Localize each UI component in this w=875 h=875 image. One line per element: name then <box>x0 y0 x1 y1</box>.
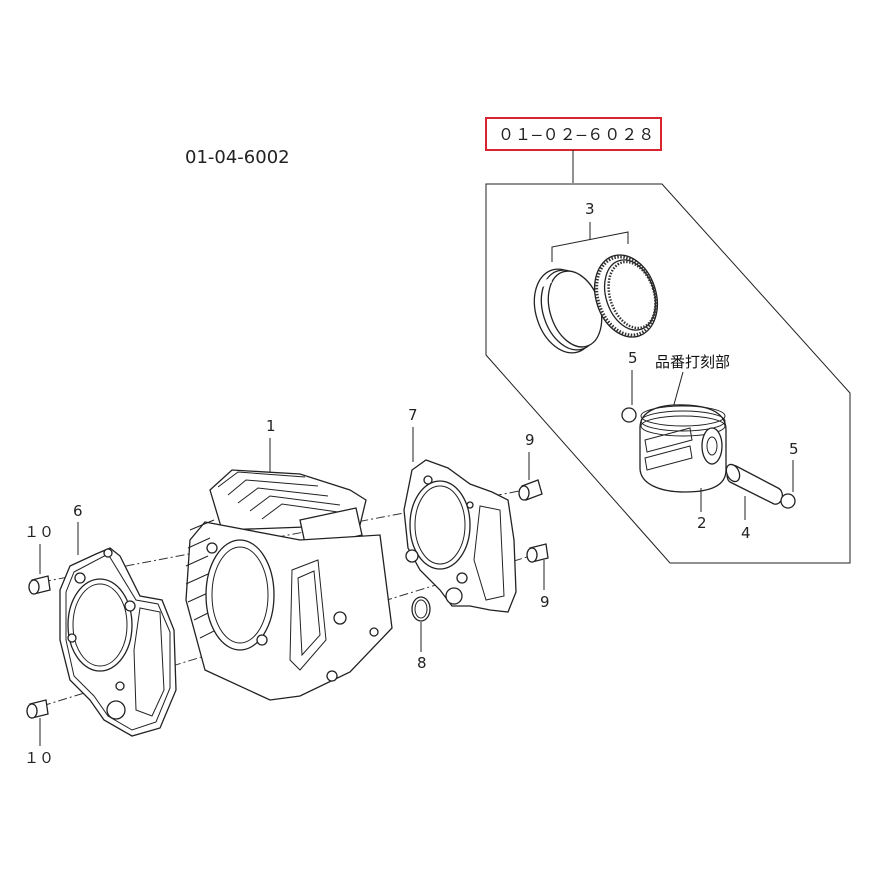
assembly-number: 01-04-6002 <box>185 147 290 168</box>
dowel-pin-9-upper <box>518 479 543 501</box>
callout-4: 4 <box>741 524 751 542</box>
kit-number: ０１—０２—６０２８ <box>498 125 655 144</box>
callout-9-lower: 9 <box>540 593 550 611</box>
kit-boundary <box>485 183 851 564</box>
dowel-pin-10-upper <box>28 575 51 595</box>
callout-10-lower: １０ <box>24 749 54 767</box>
base-gasket <box>59 547 177 737</box>
dowel-pin-10-lower <box>26 699 49 719</box>
head-gasket <box>403 459 517 613</box>
callout-5-left: 5 <box>628 349 638 367</box>
callout-10-upper: １０ <box>24 523 54 541</box>
circlip-right <box>780 493 796 509</box>
callout-6: 6 <box>73 502 83 520</box>
callout-8: 8 <box>417 654 427 672</box>
callout-9-upper: 9 <box>525 431 535 449</box>
engraving-note: 品番打刻部 <box>655 353 730 371</box>
callout-5-right: 5 <box>789 440 799 458</box>
piston-pin <box>725 463 784 505</box>
callout-2: 2 <box>697 514 707 532</box>
callout-1: 1 <box>266 417 276 435</box>
circlip-left <box>621 407 637 423</box>
cylinder-block <box>185 469 393 701</box>
callout-7: 7 <box>408 406 418 424</box>
piston <box>639 404 727 493</box>
callout-3: 3 <box>585 200 595 218</box>
dowel-pin-9-lower <box>526 543 549 563</box>
piston-ring-oil <box>594 254 658 338</box>
